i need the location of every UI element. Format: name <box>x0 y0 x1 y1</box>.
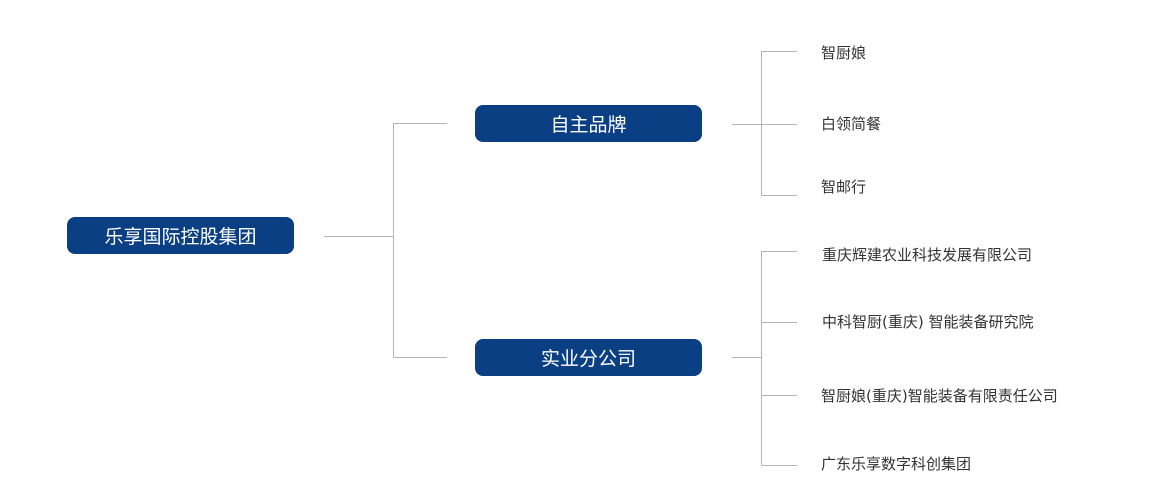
connector-branch-2-out <box>732 357 762 358</box>
connector-leaf <box>761 322 797 323</box>
leaf-item: 智邮行 <box>821 178 867 196</box>
connector-branch-1-out <box>732 124 797 125</box>
connector-leaf <box>761 465 797 466</box>
connector-leaf <box>761 395 797 396</box>
connector-leaf <box>761 195 797 196</box>
connector-branch-1 <box>393 123 447 124</box>
leaf-item: 广东乐享数字科创集团 <box>821 455 972 473</box>
leaf-item: 中科智厨(重庆) 智能装备研究院 <box>822 313 1034 331</box>
connector-branch-1-vertical <box>761 51 762 196</box>
connector-root <box>324 236 394 237</box>
root-node: 乐享国际控股集团 <box>67 217 294 254</box>
leaf-item: 智厨娘 <box>821 44 867 62</box>
branch-node-subsidiaries: 实业分公司 <box>475 339 702 376</box>
branch-node-own-brands: 自主品牌 <box>475 105 702 142</box>
connector-leaf <box>761 51 797 52</box>
connector-leaf <box>761 251 797 252</box>
leaf-item: 白领简餐 <box>821 115 882 133</box>
leaf-item: 智厨娘(重庆)智能装备有限责任公司 <box>821 387 1058 405</box>
connector-branch-2-vertical <box>761 251 762 466</box>
connector-branch-2 <box>393 357 447 358</box>
leaf-item: 重庆辉建农业科技发展有限公司 <box>822 246 1033 264</box>
connector-level1-vertical <box>393 123 394 357</box>
